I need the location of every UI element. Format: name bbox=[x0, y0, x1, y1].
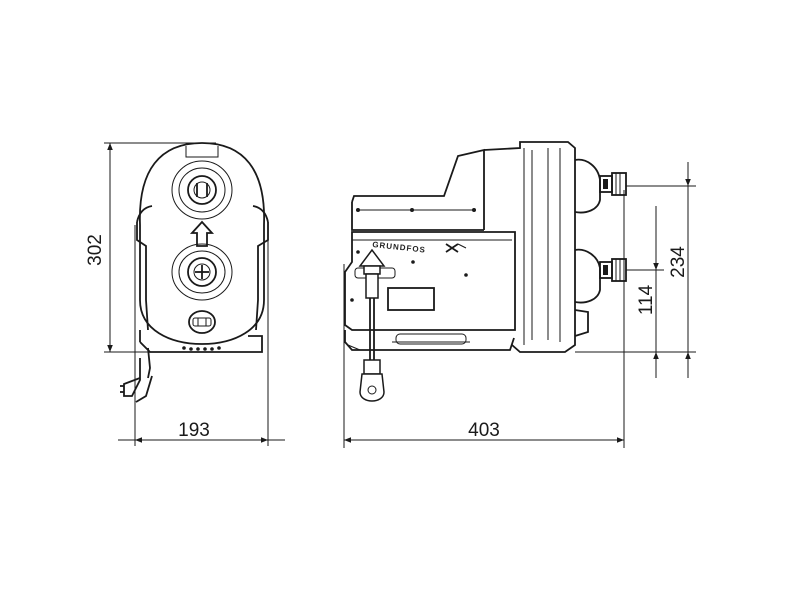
width-dimension: 193 bbox=[118, 225, 285, 446]
brand-logo: GRUNDFOS bbox=[372, 240, 426, 255]
inlet-height-dimension: 114 bbox=[626, 206, 664, 378]
drain-plug-front bbox=[188, 310, 216, 334]
outlet-height-label: 234 bbox=[668, 246, 689, 278]
outlet-port-front bbox=[171, 160, 233, 220]
length-side-label: 403 bbox=[468, 420, 500, 441]
side-view: GRUNDFOS bbox=[344, 141, 627, 402]
outlet-fitting-side bbox=[599, 172, 627, 196]
length-dimension: 403 bbox=[343, 190, 625, 448]
inlet-fitting-side bbox=[599, 258, 627, 282]
height-dimension: 302 bbox=[85, 142, 216, 353]
power-plug-front bbox=[120, 347, 153, 403]
width-front-label: 193 bbox=[178, 420, 210, 441]
flow-arrow-icon bbox=[189, 220, 215, 247]
outlet-height-dimension: 234 bbox=[575, 162, 696, 378]
inlet-port-front bbox=[171, 243, 233, 301]
front-view bbox=[120, 142, 269, 403]
height-overall-label: 302 bbox=[85, 234, 106, 266]
power-cable-side bbox=[358, 248, 386, 402]
inlet-height-label: 114 bbox=[636, 284, 657, 315]
